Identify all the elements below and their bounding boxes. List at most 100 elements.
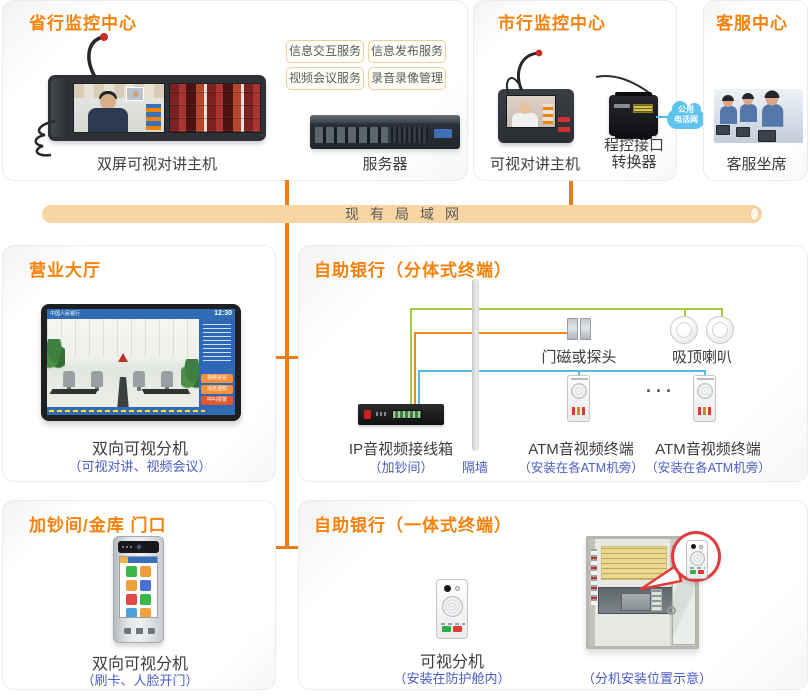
ip-av-junction-box-image	[358, 404, 444, 425]
panel-title: 自助银行（分体式终端）	[314, 261, 512, 280]
device-label: 双屏可视对讲主机	[96, 156, 217, 173]
pstn-cloud: 公用 电话网	[667, 101, 705, 131]
panel-integrated-terminal: 自助银行（一体式终端） 可视分机 （安装在防护舱内）	[298, 500, 808, 690]
atm-av-terminal-1-image	[567, 375, 590, 422]
gooseneck-microphone-icon	[87, 33, 108, 78]
screen-button-message: 消息通知	[201, 385, 233, 394]
device-caption: （刷卡、人脸开门）	[81, 673, 199, 688]
handset-holder	[51, 79, 69, 137]
panel-split-terminal: 自助银行（分体式终端） 隔墙 IP音视频接线箱 （加钞间） 门磁或探头 吸顶喇叭…	[298, 245, 808, 482]
device-caption: （加钞间）	[368, 460, 434, 475]
service-tag-info-publish: 信息发布服务	[368, 40, 446, 63]
lan-label: 现有局域网	[345, 206, 470, 222]
device-label: 客服坐席	[726, 156, 787, 173]
panel-title: 省行监控中心	[29, 14, 137, 33]
screen-bank-name: 中国人民银行	[50, 311, 81, 317]
video-extension-zoomed	[686, 540, 708, 579]
device-caption: （安装在各ATM机旁）	[518, 461, 644, 475]
panel-title: 市行监控中心	[498, 14, 606, 33]
panel-vault-entrance: 加钞间/金库 门口 双向可视分机 （刷卡、人脸开门）	[2, 500, 276, 690]
door-video-extension-image	[113, 536, 164, 643]
service-tag-recording: 录音录像管理	[368, 67, 446, 90]
panel-provincial-center: 省行监控中心 双屏可视对讲主机 信息交互服务 信息发布服务 视频会议服务 录音录…	[2, 0, 468, 181]
service-tag-info-exchange: 信息交互服务	[286, 40, 364, 63]
atm-av-terminal-2-image	[693, 375, 716, 422]
pip-video-window	[126, 87, 144, 101]
wire-blue-drop-atm2	[704, 370, 706, 377]
screen-clock: 12:30	[214, 310, 232, 317]
more-terminals-ellipsis: ···	[646, 381, 676, 401]
door-sensor-image	[567, 318, 591, 340]
two-way-video-extension-image: 中国人民银行 12:30	[41, 304, 241, 421]
trunk-line-provincial	[285, 180, 289, 205]
door-sensor-label: 门磁或探头	[541, 349, 617, 366]
service-tag-video-conference: 视频会议服务	[286, 67, 364, 90]
photo-caption: （分机安装位置示意）	[582, 671, 713, 686]
lan-bus: 现有局域网	[42, 205, 762, 223]
camera-lens	[444, 585, 451, 592]
partition-wall	[472, 279, 479, 451]
converter-cable-icon	[595, 75, 653, 96]
wire-blue-drop-atm1	[578, 370, 580, 377]
wire-blue-drop-ipbox	[418, 370, 420, 404]
server-image	[310, 115, 460, 149]
camera-strip	[118, 541, 159, 553]
device-caption: （可视对讲、视频会议）	[68, 459, 212, 474]
callout-circle	[671, 531, 721, 582]
gooseneck-microphone-icon	[506, 49, 543, 94]
device-label-two-line: 程控接口 转换器	[603, 137, 664, 171]
video-intercom-console-image	[498, 89, 574, 143]
agents-photo	[714, 89, 803, 143]
dual-screen-intercom-console-image	[48, 75, 266, 141]
wire-orange-drop-ipbox	[414, 332, 416, 404]
wire-blue-horizontal	[418, 370, 706, 372]
device-label: IP音视频接线箱	[348, 441, 454, 458]
pstn-interface-converter-image	[609, 92, 658, 139]
device-caption: （安装在防护舱内）	[393, 671, 511, 686]
video-call-screen	[73, 83, 165, 133]
wire-green-horizontal	[410, 308, 723, 310]
touchscreen	[119, 556, 158, 618]
mounted-extension-spot	[651, 589, 662, 611]
panel-support-center: 客服中心 客服坐席	[703, 0, 808, 181]
device-label: ATM音视频终端	[528, 441, 634, 458]
speaker-grille	[442, 596, 463, 617]
call-button-red	[453, 626, 462, 632]
atm-booth-photo	[586, 536, 699, 649]
device-label: 双向可视分机	[91, 441, 188, 458]
device-label: ATM音视频终端	[655, 441, 761, 458]
wall-label: 隔墙	[461, 460, 488, 475]
panel-title: 加钞间/金库 门口	[29, 516, 167, 535]
device-label: 可视对讲主机	[489, 156, 580, 173]
device-label: 双向可视分机	[91, 656, 188, 673]
wire-orange-horizontal	[414, 332, 567, 334]
notice-sidebar: 视频会议 消息通知 呼叫报警	[199, 319, 235, 407]
panel-title: 客服中心	[716, 14, 788, 33]
panel-title: 自助银行（一体式终端）	[314, 516, 512, 535]
panel-business-hall: 营业大厅 中国人民银行 12:30	[2, 245, 276, 482]
panel-title: 营业大厅	[29, 261, 101, 280]
device-label: 可视分机	[419, 654, 484, 671]
device-label: 服务器	[362, 156, 408, 173]
ceiling-speaker-1	[670, 316, 698, 344]
wire-green-drop-speaker1	[684, 308, 686, 318]
screen-button-video-meeting: 视频会议	[201, 374, 233, 383]
ceiling-speaker-label: 吸顶喇叭	[671, 349, 732, 366]
screen-button-alarm: 呼叫报警	[201, 396, 233, 405]
ceiling-speaker-2	[706, 316, 734, 344]
call-button-green	[442, 626, 451, 632]
lan-pipe-cap	[750, 207, 759, 221]
trunk-tick-row2	[273, 356, 300, 359]
wire-green-drop-speaker2	[721, 308, 723, 318]
trunk-line-city	[569, 181, 573, 205]
hall-photo-area	[47, 319, 199, 407]
video-extension-image	[436, 579, 468, 639]
device-caption: （安装在各ATM机旁）	[645, 461, 771, 475]
trunk-line-vertical	[285, 223, 289, 548]
handset-cord-icon	[34, 119, 56, 157]
panel-city-center: 市行监控中心 可视对讲主机 程控接口 转换器	[473, 0, 677, 181]
ticker-bar	[47, 407, 235, 415]
trunk-tick-row3	[273, 546, 300, 549]
wire-green-drop-ipbox	[410, 308, 412, 404]
